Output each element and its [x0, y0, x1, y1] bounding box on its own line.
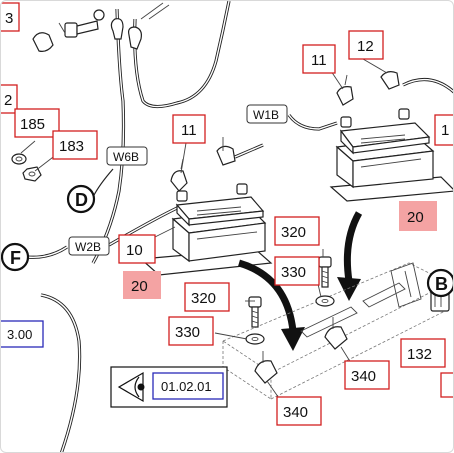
view-reference: 01.02.01 [110, 366, 228, 408]
svg-text:2: 2 [4, 92, 12, 109]
svg-text:320: 320 [191, 290, 216, 307]
callout-1: 1 [434, 114, 453, 146]
callout-320-right: 320 [274, 216, 320, 246]
circle-label-d: D [66, 184, 96, 214]
battery-left [139, 183, 273, 276]
circle-label-f: F [1, 242, 30, 272]
svg-text:W6B: W6B [113, 150, 139, 164]
callout-2: 2 [1, 84, 18, 114]
reference-fragment-box: 3.00 [1, 320, 44, 348]
svg-text:340: 340 [283, 404, 308, 421]
callout-320-left: 320 [184, 282, 230, 312]
svg-text:3.00: 3.00 [7, 327, 32, 342]
svg-text:132: 132 [407, 346, 432, 363]
callout-edge-fragment [440, 372, 453, 398]
svg-text:11: 11 [181, 122, 197, 139]
svg-text:01.02.01: 01.02.01 [161, 379, 212, 394]
cap-nut-part [32, 32, 54, 52]
svg-text:320: 320 [281, 224, 306, 241]
terminal-clamp-right-a [336, 74, 354, 106]
callout-11-right: 11 [302, 44, 336, 74]
svg-text:1: 1 [441, 122, 449, 139]
svg-text:10: 10 [126, 242, 143, 259]
circle-label-b: B [426, 268, 453, 298]
callout-20-right: 20 [399, 201, 437, 231]
cable-top-mid [133, 1, 231, 109]
eye-icon [117, 371, 145, 403]
arrow-icon [237, 259, 305, 351]
svg-text:340: 340 [351, 368, 376, 385]
svg-text:20: 20 [131, 278, 148, 295]
callout-183: 183 [52, 130, 98, 160]
callout-330-left: 330 [168, 316, 214, 346]
wire-label-w1b: W1B [246, 104, 288, 124]
washer-185 [11, 153, 27, 165]
clamp-340-right [324, 317, 348, 350]
clamp-340-left [254, 351, 278, 384]
callout-132: 132 [400, 338, 446, 368]
terminal-clamp-left-b [216, 143, 264, 166]
svg-text:3: 3 [5, 10, 13, 27]
terminal-lug-part [110, 2, 170, 50]
bolt-320-right [318, 256, 332, 288]
callout-330-right: 330 [274, 256, 320, 286]
callout-10: 10 [118, 234, 156, 264]
svg-text:F: F [10, 248, 21, 268]
wire-label-w6b: W6B [106, 146, 148, 166]
svg-text:330: 330 [175, 324, 200, 341]
callout-11-left: 11 [172, 114, 206, 144]
terminal-clamp-right-b [380, 71, 400, 90]
callout-340-right: 340 [344, 360, 390, 390]
svg-text:183: 183 [59, 138, 84, 155]
svg-text:185: 185 [20, 116, 45, 133]
arrow-icon [337, 211, 363, 301]
leader-d [92, 168, 114, 198]
bolt-320-left [248, 296, 262, 328]
svg-text:W1B: W1B [253, 108, 279, 122]
wire-label-w2b: W2B [68, 236, 110, 256]
callout-340-left: 340 [276, 396, 322, 426]
nut-183 [22, 166, 42, 182]
bolt-part [64, 9, 105, 38]
callout-20-left: 20 [123, 271, 161, 299]
svg-text:D: D [75, 190, 88, 210]
svg-text:330: 330 [281, 264, 306, 281]
cable-lower-left [40, 293, 82, 452]
svg-text:W2B: W2B [75, 240, 101, 254]
washer-330-left [245, 333, 265, 345]
svg-text:12: 12 [357, 38, 374, 55]
callout-12: 12 [348, 30, 384, 60]
svg-text:20: 20 [407, 209, 424, 226]
washer-330-right [315, 295, 335, 307]
callout-185: 185 [14, 108, 60, 138]
svg-text:11: 11 [311, 52, 327, 69]
svg-text:B: B [435, 274, 448, 294]
callout-3: 3 [1, 2, 20, 32]
battery-right [329, 108, 453, 202]
terminal-clamp-left-a [170, 158, 188, 192]
